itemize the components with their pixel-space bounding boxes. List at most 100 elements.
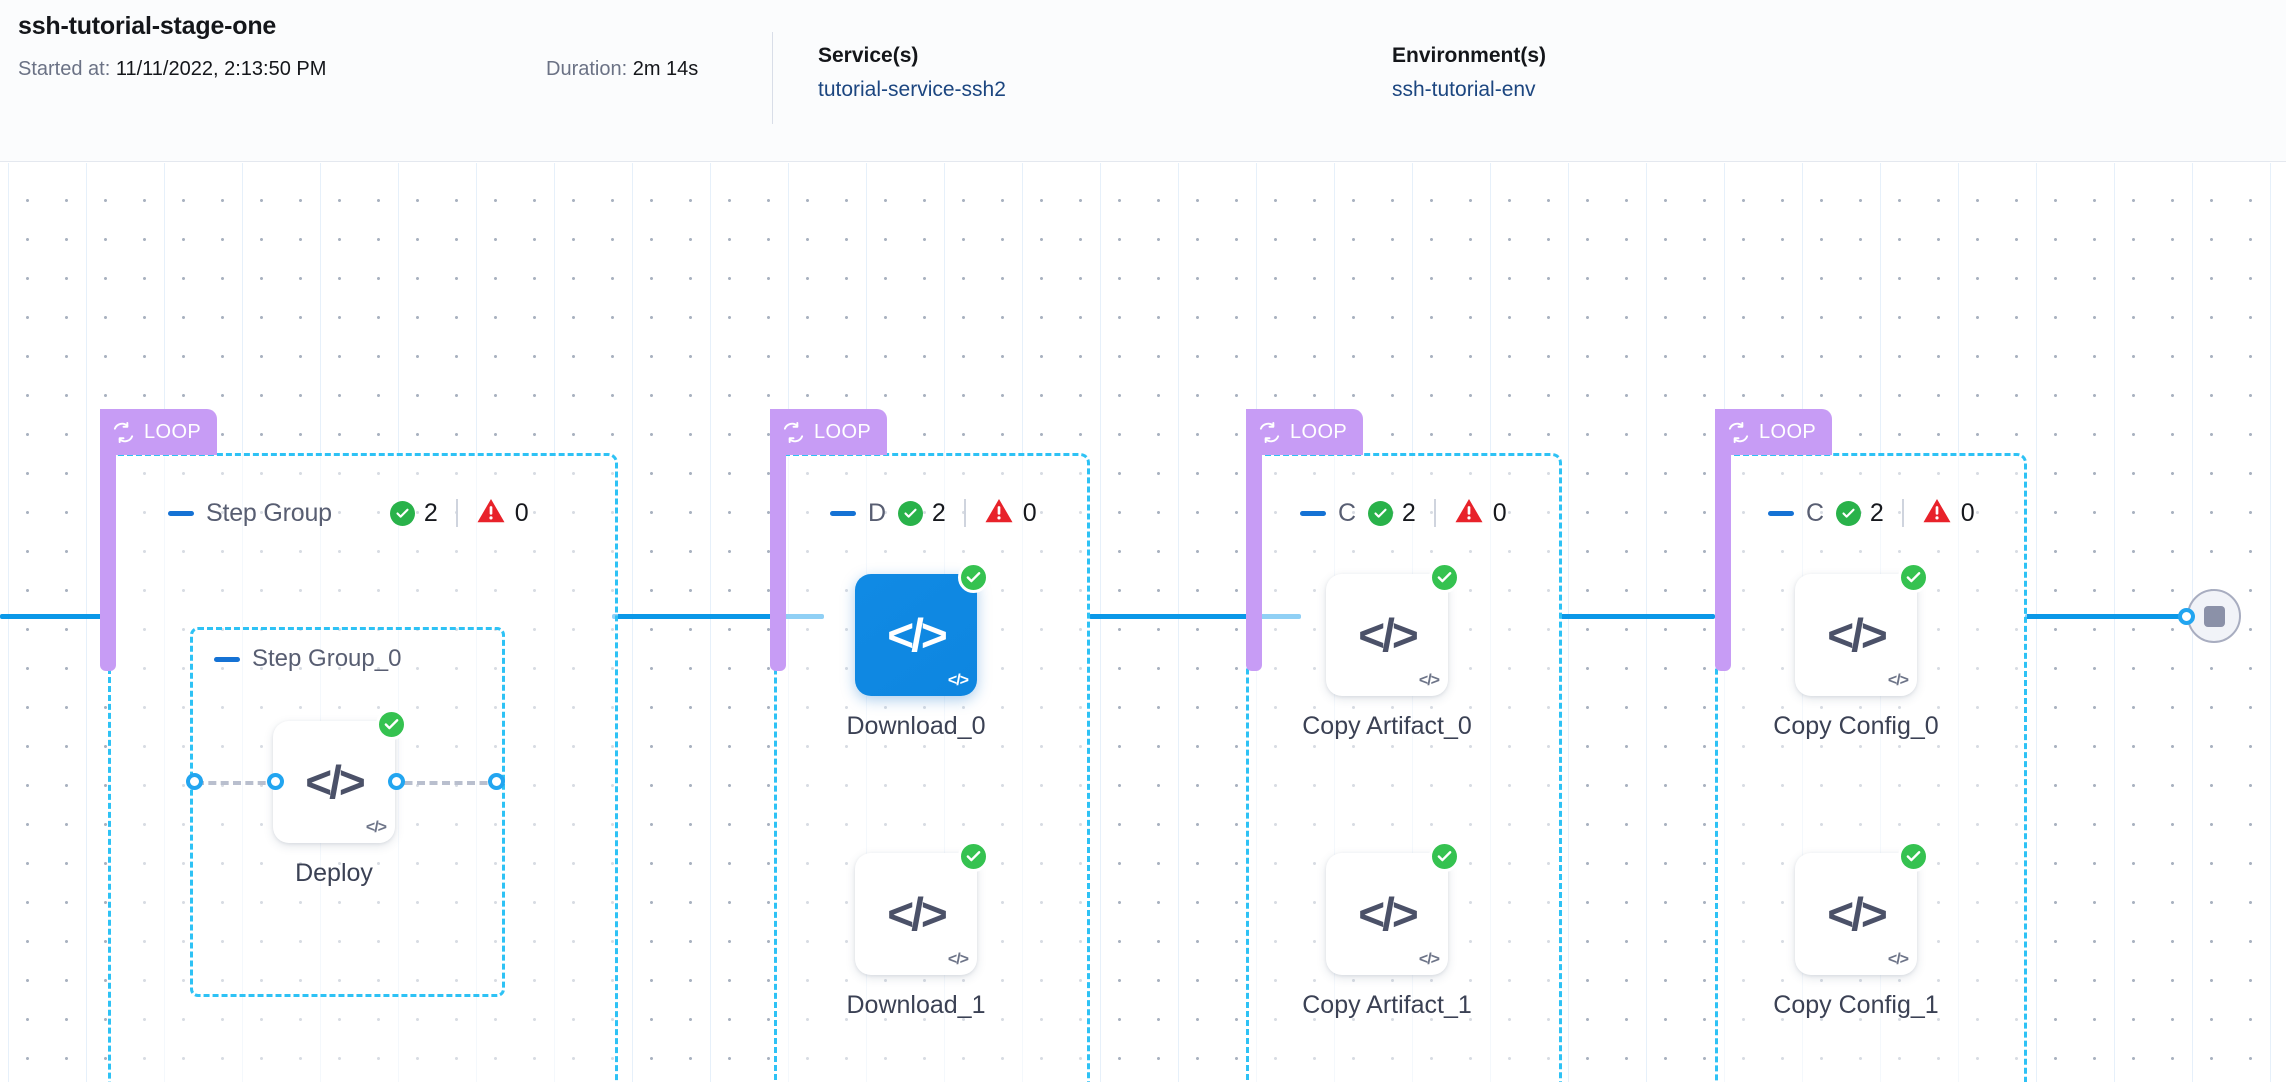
started-at-label: Started at:	[18, 58, 111, 80]
warning-count-group: 0	[476, 497, 529, 529]
node-copy-config-0[interactable]: </> </> Copy Config_0	[1773, 562, 1939, 740]
node-tile[interactable]: </> </>	[1795, 841, 1929, 975]
group-header-step-group[interactable]: Step Group 2 0	[168, 497, 529, 529]
collapse-icon[interactable]	[1768, 510, 1794, 516]
loop-badge-1: LOOP	[100, 409, 218, 455]
group-header-copy-artifact[interactable]: C 2 0	[1300, 497, 1507, 529]
started-at: Started at: 11/11/2022, 2:13:50 PM	[18, 58, 326, 81]
pipeline-canvas[interactable]: LOOP Step Group 2 0 Step Group_0 </>	[0, 163, 2286, 1082]
loop-badge-label: LOOP	[1759, 420, 1817, 443]
loop-icon	[1727, 421, 1750, 444]
node-download-1[interactable]: </> </> Download_1	[847, 841, 989, 1019]
count-divider	[1433, 499, 1436, 527]
loop-icon	[782, 421, 805, 444]
code-mini-icon: </>	[947, 951, 969, 968]
node-status-success-icon	[958, 562, 989, 593]
success-count-group: 2	[389, 499, 438, 528]
group-box-copy-config[interactable]	[1715, 453, 2027, 1082]
port-inner-right-0[interactable]	[388, 773, 405, 790]
code-icon: </>	[1358, 609, 1418, 661]
wire-1-2	[612, 614, 824, 619]
wire-exit	[2025, 614, 2185, 619]
wire-3-4	[1559, 614, 1715, 619]
port-outer-left-0[interactable]	[186, 773, 203, 790]
node-label: Copy Artifact_1	[1302, 991, 1472, 1019]
loop-icon	[1258, 421, 1281, 444]
code-mini-icon: </>	[365, 819, 387, 836]
success-icon	[1835, 500, 1861, 526]
warning-icon	[1922, 497, 1952, 529]
group-box-copy-artifact[interactable]	[1246, 453, 1562, 1082]
success-count-group: 2	[1835, 499, 1884, 528]
collapse-icon[interactable]	[168, 510, 194, 516]
node-tile[interactable]: </> </>	[273, 709, 407, 843]
dash-connector-left-0	[196, 781, 278, 785]
code-mini-icon: </>	[1887, 672, 1909, 689]
count-divider	[963, 499, 966, 527]
node-tile[interactable]: </> </>	[1326, 562, 1460, 696]
code-mini-icon: </>	[1887, 951, 1909, 968]
subgroup-box-0[interactable]	[190, 627, 505, 997]
warning-icon	[476, 497, 506, 529]
collapse-icon[interactable]	[830, 510, 856, 516]
node-copy-artifact-1[interactable]: </> </> Copy Artifact_1	[1302, 841, 1472, 1019]
loop-badge-2: LOOP	[770, 409, 888, 455]
loop-badge-4: LOOP	[1715, 409, 1833, 455]
dash-connector-right-0	[392, 781, 500, 785]
warning-count: 0	[1492, 498, 1507, 527]
services-title: Service(s)	[818, 44, 919, 67]
node-tile[interactable]: </> </>	[855, 562, 989, 696]
code-mini-icon: </>	[1418, 951, 1440, 968]
success-icon	[389, 500, 415, 526]
execution-header: ssh-tutorial-stage-one Started at: 11/11…	[0, 0, 2286, 162]
node-tile[interactable]: </> </>	[1326, 841, 1460, 975]
node-tile[interactable]: </> </>	[1795, 562, 1929, 696]
subgroup-header-0[interactable]: Step Group_0	[214, 645, 401, 673]
node-label: Download_1	[846, 991, 986, 1019]
warning-count: 0	[1022, 498, 1037, 527]
node-status-success-icon	[1898, 562, 1929, 593]
warning-count: 0	[1960, 498, 1975, 527]
node-status-success-icon	[1429, 841, 1460, 872]
port-end[interactable]	[2178, 608, 2195, 625]
count-divider	[455, 499, 458, 527]
warning-icon	[1454, 497, 1484, 529]
node-tile[interactable]: </> </>	[855, 841, 989, 975]
port-outer-right-0[interactable]	[488, 773, 505, 790]
node-deploy-0[interactable]: </> </> Deploy	[273, 709, 407, 887]
group-header-copy-config[interactable]: C 2 0	[1768, 497, 1975, 529]
header-divider	[772, 32, 773, 124]
warning-count-group: 0	[984, 497, 1037, 529]
group-header-download[interactable]: D 2 0	[830, 497, 1037, 529]
collapse-icon[interactable]	[1300, 510, 1326, 516]
node-copy-config-1[interactable]: </> </> Copy Config_1	[1773, 841, 1939, 1019]
stop-icon	[2203, 605, 2225, 627]
loop-bar-1	[100, 409, 116, 671]
loop-bar-2	[770, 409, 786, 671]
code-icon: </>	[1358, 888, 1418, 940]
node-copy-artifact-0[interactable]: </> </> Copy Artifact_0	[1302, 562, 1472, 740]
group-box-download[interactable]	[774, 453, 1090, 1082]
service-link[interactable]: tutorial-service-ssh2	[818, 78, 1006, 101]
environment-link[interactable]: ssh-tutorial-env	[1392, 78, 1536, 101]
group-name: C	[1338, 498, 1356, 527]
node-status-success-icon	[1429, 562, 1460, 593]
code-mini-icon: </>	[1418, 672, 1440, 689]
loop-badge-label: LOOP	[144, 420, 202, 443]
code-icon: </>	[887, 888, 947, 940]
started-at-value: 11/11/2022, 2:13:50 PM	[115, 58, 327, 80]
collapse-icon[interactable]	[214, 656, 240, 662]
loop-bar-3	[1246, 409, 1262, 671]
port-inner-left-0[interactable]	[267, 773, 284, 790]
group-name: D	[868, 498, 886, 527]
duration-label: Duration:	[546, 58, 628, 80]
node-status-success-icon	[958, 841, 989, 872]
group-name: Step Group	[206, 498, 332, 527]
success-icon	[1367, 500, 1393, 526]
code-icon: </>	[305, 756, 365, 808]
pipeline-end-node[interactable]	[2187, 589, 2241, 643]
group-name: C	[1806, 498, 1824, 527]
node-download-0[interactable]: </> </> Download_0	[847, 562, 989, 740]
node-label: Copy Artifact_0	[1302, 712, 1472, 740]
node-status-success-icon	[1898, 841, 1929, 872]
